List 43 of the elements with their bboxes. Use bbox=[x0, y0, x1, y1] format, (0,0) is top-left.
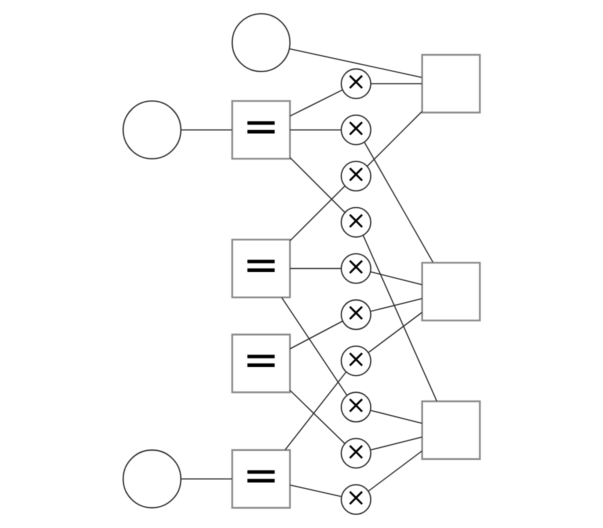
node-box: = bbox=[231, 334, 291, 394]
node-box: = bbox=[231, 100, 291, 160]
node-circle: × bbox=[340, 68, 372, 100]
connector bbox=[284, 372, 346, 450]
node-circle: × bbox=[340, 345, 372, 376]
node-circle: × bbox=[340, 114, 372, 146]
connector bbox=[281, 297, 348, 396]
connector bbox=[290, 186, 346, 242]
node-circle: × bbox=[340, 484, 372, 515]
connector bbox=[290, 484, 342, 498]
connector bbox=[368, 450, 422, 492]
connector bbox=[290, 390, 346, 444]
connector bbox=[370, 271, 422, 286]
connector bbox=[370, 410, 422, 424]
node-box bbox=[421, 400, 481, 460]
node-box: = bbox=[231, 238, 291, 298]
connector bbox=[290, 268, 341, 270]
connector bbox=[290, 320, 343, 350]
node-circle: × bbox=[340, 206, 372, 238]
node-circle: × bbox=[340, 438, 372, 469]
node-box bbox=[421, 54, 481, 114]
connector bbox=[364, 142, 434, 263]
connector bbox=[370, 436, 422, 451]
connector bbox=[181, 129, 232, 130]
connector bbox=[290, 157, 346, 213]
connector bbox=[370, 298, 422, 312]
node-box bbox=[421, 262, 481, 322]
connector bbox=[368, 312, 422, 353]
connector bbox=[290, 89, 343, 117]
node-circle: × bbox=[340, 253, 372, 284]
node-box: = bbox=[231, 449, 291, 509]
node-circle bbox=[122, 449, 182, 508]
connector bbox=[290, 129, 341, 130]
node-circle bbox=[232, 13, 291, 72]
connector bbox=[366, 111, 422, 167]
connector bbox=[362, 235, 438, 402]
connector bbox=[289, 48, 422, 78]
connector bbox=[370, 83, 422, 84]
node-circle: × bbox=[340, 160, 372, 192]
node-circle: × bbox=[340, 299, 372, 330]
node-circle: × bbox=[340, 392, 372, 422]
node-circle bbox=[122, 100, 182, 160]
connector bbox=[181, 478, 232, 480]
